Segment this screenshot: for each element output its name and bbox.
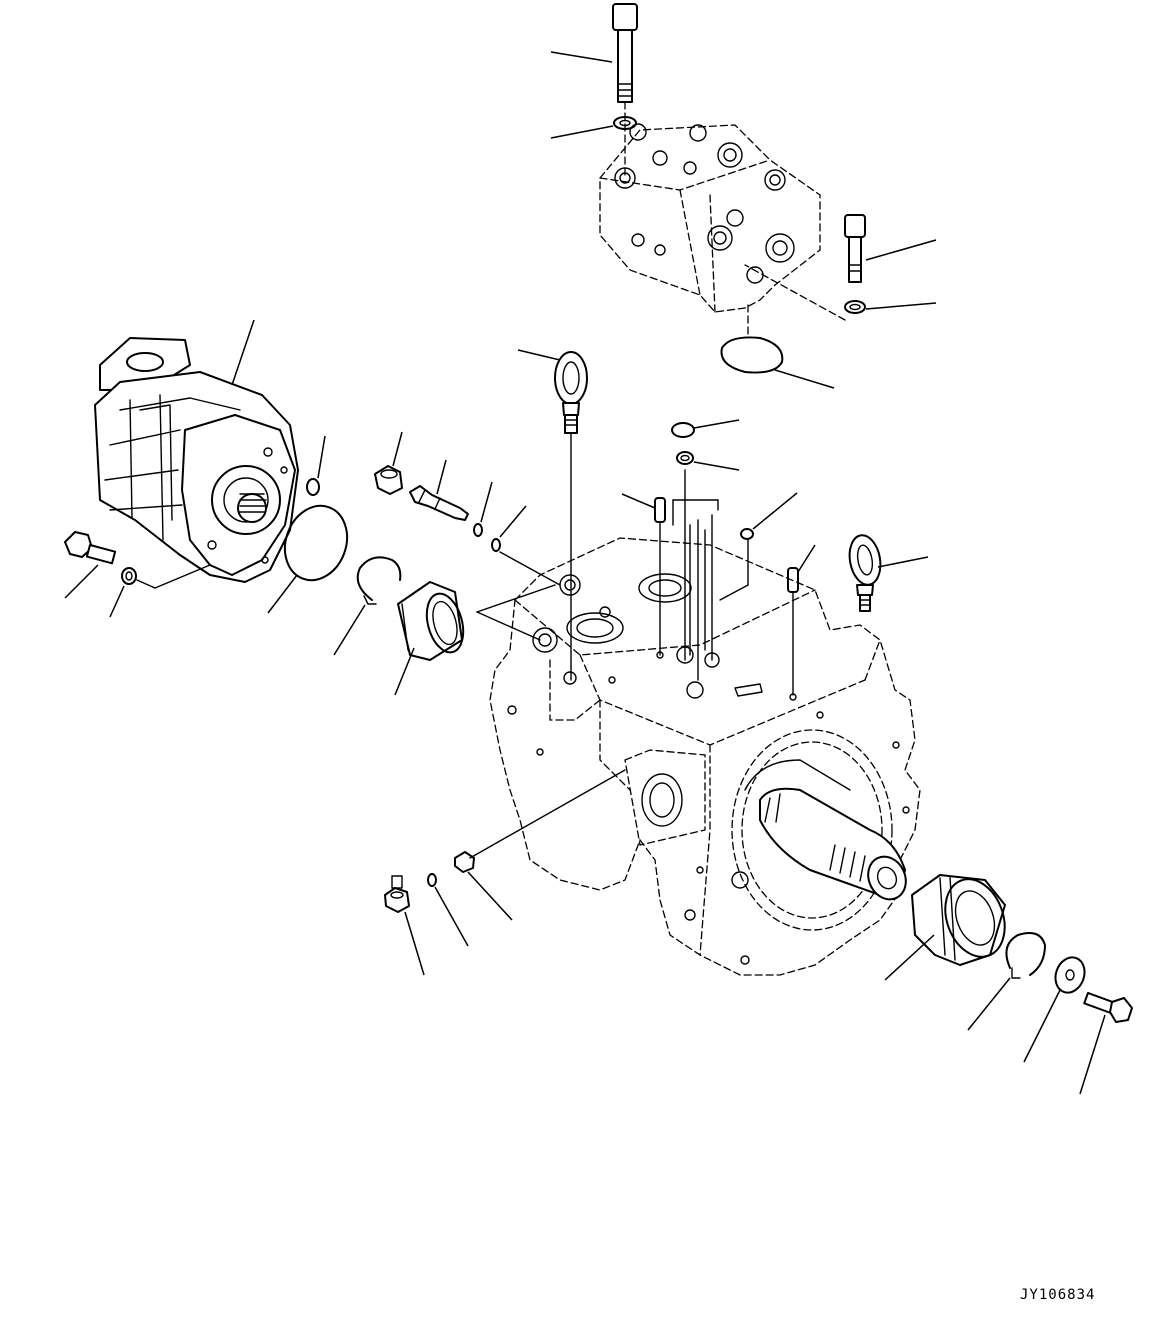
washer-icon xyxy=(1054,956,1086,994)
adjusting-screw-icon xyxy=(409,485,469,521)
plug-icon xyxy=(374,465,403,495)
eye-bolt-icon xyxy=(554,351,588,434)
plug-icon xyxy=(454,851,475,873)
washer-icon xyxy=(121,567,137,585)
cap-screw-icon xyxy=(64,531,117,565)
o-ring-icon xyxy=(473,523,483,537)
plug-icon xyxy=(384,875,410,913)
bearing-icon xyxy=(397,581,465,661)
cap-screw-icon xyxy=(1083,992,1133,1023)
o-ring-icon xyxy=(491,538,501,552)
pump-assembly xyxy=(94,337,299,583)
washer-icon xyxy=(844,300,866,314)
snap-ring-icon xyxy=(1005,932,1046,979)
gasket-icon xyxy=(720,336,784,374)
cap-screw-icon xyxy=(844,214,866,283)
drawing-number: JY106834 xyxy=(1020,1287,1096,1303)
washer-icon xyxy=(613,116,637,130)
o-ring-icon xyxy=(427,873,437,887)
drive-shaft xyxy=(744,759,907,901)
washer-icon xyxy=(676,451,694,465)
o-ring-icon xyxy=(740,528,754,540)
o-ring-icon xyxy=(283,504,349,582)
o-ring-icon xyxy=(306,478,320,496)
o-ring-icon xyxy=(671,422,695,438)
snap-ring-icon xyxy=(356,556,402,605)
cap-screw-icon xyxy=(612,3,638,103)
bearing-icon xyxy=(911,874,1006,966)
dowel-pin-icon xyxy=(654,497,666,523)
valve-block xyxy=(599,123,821,313)
eye-bolt-icon xyxy=(848,534,882,612)
